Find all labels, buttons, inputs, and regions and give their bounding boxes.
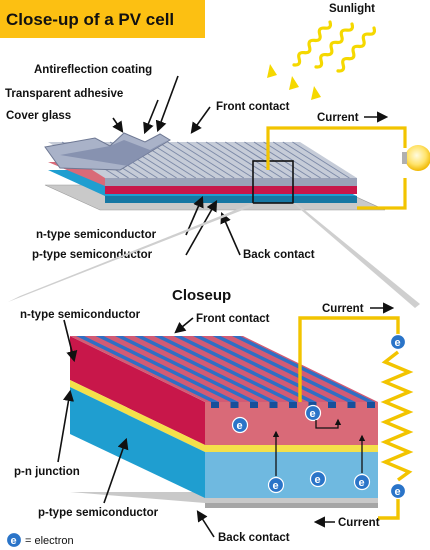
pn-junction-label: p-n junction <box>14 466 80 478</box>
bottom-current-top-label: Current <box>322 303 364 315</box>
top-circuit-wire <box>266 126 407 210</box>
bottom-n-side <box>70 336 205 445</box>
electron-icon-wire-bottom: e <box>389 482 407 500</box>
bottom-n-front <box>205 402 378 445</box>
bottom-contact-finger <box>154 336 297 402</box>
top-contact-finger <box>196 141 254 179</box>
legend: e = electron <box>5 531 74 549</box>
electron-icon-p-2: e <box>309 470 327 488</box>
resistor-zigzag <box>380 350 414 482</box>
electron-group: e e e e e e e <box>231 333 407 500</box>
electron-icon-p-3: e <box>353 473 371 491</box>
top-contact-finger <box>167 141 225 179</box>
bottom-contact-finger-edge <box>269 402 278 408</box>
electron-icon-n-2: e <box>304 404 322 422</box>
title-bar <box>0 0 205 38</box>
top-p-layer-front <box>105 196 357 203</box>
bottom-p-front <box>205 452 378 498</box>
bottom-front-contact-fingers <box>76 336 375 408</box>
sunlight-label: Sunlight <box>329 3 375 15</box>
bottom-contact-finger-edge <box>250 402 258 408</box>
bottom-junction-front <box>205 445 378 452</box>
top-contact-finger <box>263 141 321 179</box>
top-contact-finger <box>244 141 302 179</box>
bottom-contact-finger <box>212 336 356 402</box>
top-front-contact-label: Front contact <box>216 101 290 113</box>
top-contact-finger <box>148 141 206 179</box>
bottom-junction-side <box>70 380 205 452</box>
top-contact-finger <box>224 141 283 179</box>
bottom-front-contact-label: Front contact <box>196 313 270 325</box>
electron-icon-p-1: e <box>267 476 285 494</box>
bottom-contact-finger <box>95 336 239 402</box>
top-surface-front <box>105 178 357 186</box>
bottom-p-side <box>70 387 205 498</box>
bottom-n-type-label: n-type semiconductor <box>20 309 141 321</box>
electron-icon-wire-top: e <box>389 333 407 351</box>
svg-text:e: e <box>310 408 316 420</box>
top-contact-finger <box>157 141 216 179</box>
top-current-label: Current <box>317 112 359 124</box>
bottom-contact-finger <box>76 336 219 402</box>
bottom-p-type-label: p-type semiconductor <box>38 507 159 519</box>
bottom-contact-finger <box>134 336 278 402</box>
top-contact-finger <box>234 141 293 179</box>
bottom-contact-finger <box>115 336 258 402</box>
svg-text:e: e <box>273 480 279 492</box>
transparent-adhesive <box>60 140 168 166</box>
top-contact-finger <box>282 141 341 179</box>
top-n-type-label: n-type semiconductor <box>36 229 157 241</box>
cover-glass-label: Cover glass <box>6 110 71 122</box>
antireflection-label: Antireflection coating <box>34 64 152 76</box>
bottom-contact-finger <box>173 336 317 402</box>
svg-text:e: e <box>359 477 365 489</box>
top-back-contact-label: Back contact <box>243 249 315 261</box>
svg-text:e: e <box>395 337 401 349</box>
bottom-contact-finger-edge <box>289 402 297 408</box>
bottom-contact-finger <box>232 336 375 402</box>
top-contact-finger <box>292 141 350 179</box>
light-bulb-icon <box>402 145 430 171</box>
bottom-contact-finger-edge <box>230 402 239 408</box>
page-title: Close-up of a PV cell <box>6 10 174 29</box>
top-contact-finger <box>272 141 331 179</box>
bottom-contact-finger-edge <box>211 402 219 408</box>
legend-text: = electron <box>25 535 74 547</box>
bottom-contact-finger-edge <box>367 402 375 408</box>
top-p-type-label: p-type semiconductor <box>32 249 153 261</box>
bottom-contact-finger-edge <box>328 402 336 408</box>
zoom-funnel <box>8 203 420 308</box>
electron-icon-n-1: e <box>231 416 249 434</box>
legend-electron-icon: e <box>5 531 23 549</box>
bottom-current-bottom-label: Current <box>338 517 380 529</box>
closeup-title: Closeup <box>172 287 231 304</box>
bottom-contact-finger-edge <box>347 402 356 408</box>
sunlight-icon <box>267 20 377 100</box>
svg-text:e: e <box>315 474 321 486</box>
electron-flow-arrows <box>272 418 366 476</box>
svg-text:e: e <box>11 535 17 547</box>
svg-text:e: e <box>237 420 243 432</box>
bottom-back-contact-label: Back contact <box>218 532 290 544</box>
top-contact-finger <box>253 141 312 179</box>
top-contact-finger <box>215 141 273 179</box>
adhesive-label: Transparent adhesive <box>5 88 123 100</box>
top-contact-finger <box>186 141 245 179</box>
top-contact-finger <box>176 141 235 179</box>
top-n-layer-front <box>105 186 357 194</box>
bottom-back-plate-front <box>205 503 378 508</box>
svg-text:e: e <box>395 486 401 498</box>
bottom-circuit-wire <box>298 316 414 520</box>
closeup-selection-box <box>252 160 294 204</box>
